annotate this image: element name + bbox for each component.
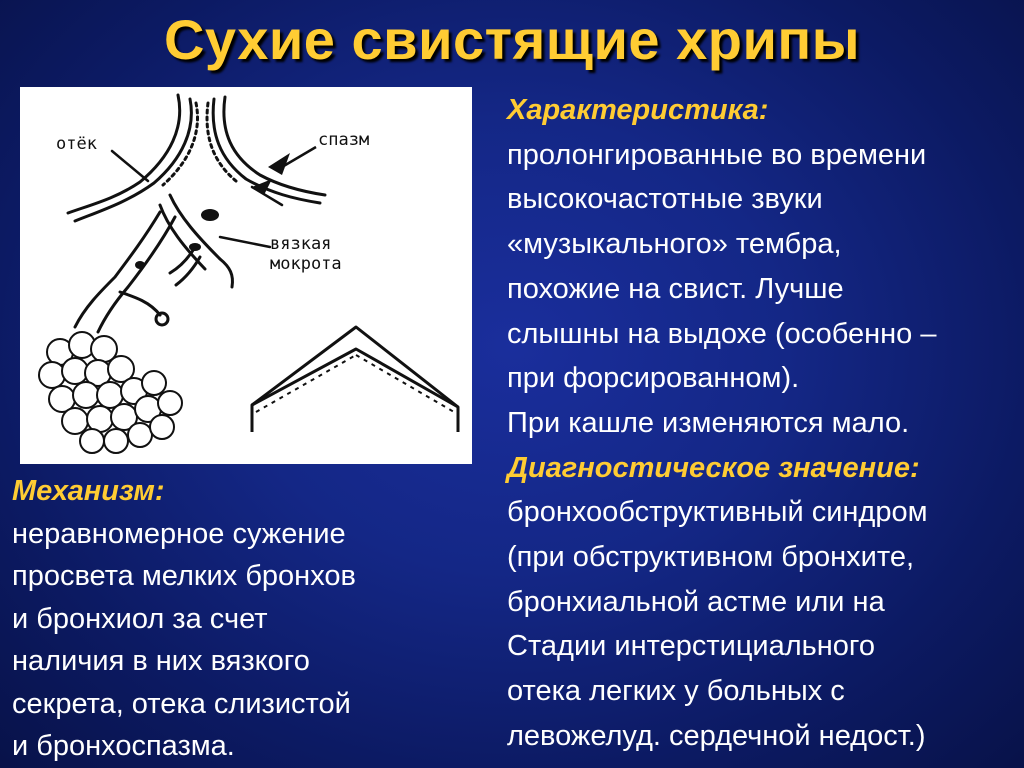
label-edema: отёк [56, 134, 97, 154]
mechanism-line: секрета, отека слизистой [12, 687, 351, 720]
label-sputum-2: мокрота [270, 254, 342, 274]
bronchi-illustration: отёк спазм вязкая мокрота [38, 93, 460, 454]
mechanism-heading: Механизм: [12, 475, 165, 507]
characteristic-line: «музыкального» тембра, [507, 228, 842, 261]
mechanism-line: неравномерное сужение [12, 517, 346, 550]
diagnostic-line: бронхообструктивный синдром [507, 496, 928, 529]
mechanism-line: наличия в них вязкого [12, 645, 310, 677]
characteristic-line: при форсированном). [507, 362, 800, 395]
characteristic-line: При кашле изменяются мало. [507, 406, 910, 439]
mechanism-line: и бронхиол за счет [12, 602, 268, 635]
diagnostic-line: Стадии интерстициального [507, 630, 875, 663]
slide-title: Сухие свистящие хрипы [163, 8, 861, 71]
description-section: Характеристика: пролонгированные во врем… [507, 88, 1017, 759]
characteristic-heading: Характеристика: [507, 94, 769, 126]
characteristic-line: высокочастотные звуки [507, 183, 823, 216]
diagnostic-line: левожелуд. сердечной недост.) [507, 719, 926, 752]
diagnostic-line: отека легких у больных с [507, 675, 845, 708]
diagnostic-heading: Диагностическое значение: [507, 451, 920, 484]
diagnostic-line: бронхиальной астме или на [507, 585, 885, 618]
mechanism-line: и бронхоспазма. [12, 730, 235, 762]
characteristic-line: пролонгированные во времени [507, 138, 927, 171]
characteristic-line: похожие на свист. Лучше [507, 272, 844, 305]
label-spasm: спазм [318, 130, 369, 150]
mechanism-section: Механизм: неравномерное сужение просвета… [12, 470, 452, 768]
diagnostic-line: (при обструктивном бронхите, [507, 541, 915, 574]
label-sputum-1: вязкая [270, 234, 331, 254]
bronchi-diagram: отёк спазм вязкая мокрота [20, 87, 472, 464]
characteristic-line: слышны на выдохе (особенно – [507, 317, 937, 350]
mechanism-line: просвета мелких бронхов [12, 560, 356, 592]
